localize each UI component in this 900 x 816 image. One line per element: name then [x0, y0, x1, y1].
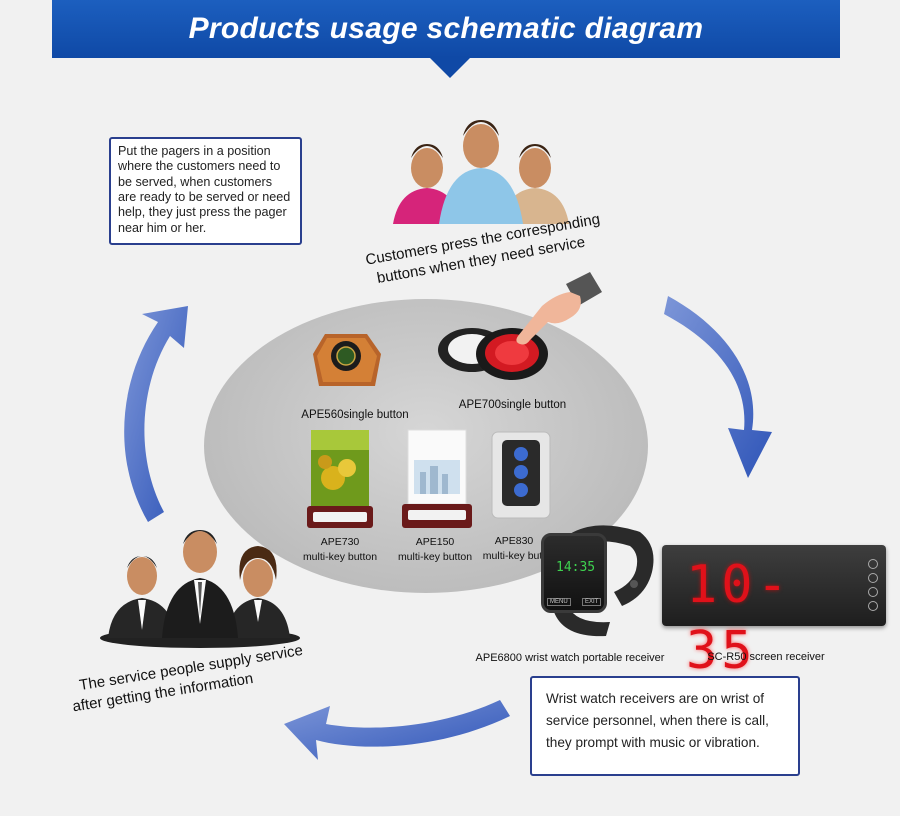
screen-receiver: 10-35 — [662, 545, 886, 681]
ape830-type: multi-key butt — [482, 549, 546, 562]
watch-face: 14:35 MENU EXIT — [541, 533, 607, 613]
service-caption: The service people supply service after … — [71, 642, 304, 715]
arrow-to-service — [284, 700, 510, 760]
page-title: Products usage schematic diagram — [188, 12, 704, 45]
screen-button-1 — [868, 559, 878, 569]
ape830-multi-key-icon — [491, 431, 551, 519]
banner-pointer — [428, 56, 472, 78]
ape830-label: APE830 multi-key butt — [474, 534, 554, 563]
watch-exit-button: EXIT — [582, 598, 602, 606]
arrow-to-receivers — [664, 296, 772, 478]
customers-icon — [393, 120, 569, 224]
ape730-multi-key-icon — [307, 430, 373, 528]
ape150-type: multi-key button — [397, 550, 473, 563]
ape560-label: APE560single button — [301, 409, 409, 421]
ape830-name: APE830 — [494, 535, 534, 547]
screen-receiver-display: 10-35 — [686, 555, 792, 681]
arrow-to-pagers — [124, 306, 188, 522]
screen-button-2 — [868, 573, 878, 583]
ape730-name: APE730 — [320, 536, 360, 548]
service-people-icon — [100, 530, 300, 648]
ape730-label: APE730 multi-key button — [296, 535, 384, 564]
ape730-type: multi-key button — [302, 550, 378, 563]
ape150-label: APE150 multi-key button — [390, 535, 480, 564]
ape560-button-icon — [313, 334, 381, 386]
watch-menu-button: MENU — [547, 598, 571, 606]
watch-receiver-label: APE6800 wrist watch portable receiver — [475, 652, 665, 664]
customers-caption: Customers press the corresponding button… — [364, 211, 601, 287]
watch-time-display: 14:35 — [556, 560, 596, 575]
screen-button-4 — [868, 601, 878, 611]
ape150-multi-key-icon — [402, 429, 472, 528]
hand-pressing-icon — [516, 272, 602, 345]
pager-placement-note: Put the pagers in a position where the c… — [109, 137, 302, 245]
screen-button-3 — [868, 587, 878, 597]
screen-receiver-label: SC-R50 screen receiver — [707, 651, 825, 663]
ape150-name: APE150 — [415, 536, 455, 548]
ape700-label: APE700single button — [458, 399, 567, 411]
watch-receiver-note: Wrist watch receivers are on wrist of se… — [530, 676, 800, 776]
title-banner: Products usage schematic diagram — [52, 0, 840, 58]
